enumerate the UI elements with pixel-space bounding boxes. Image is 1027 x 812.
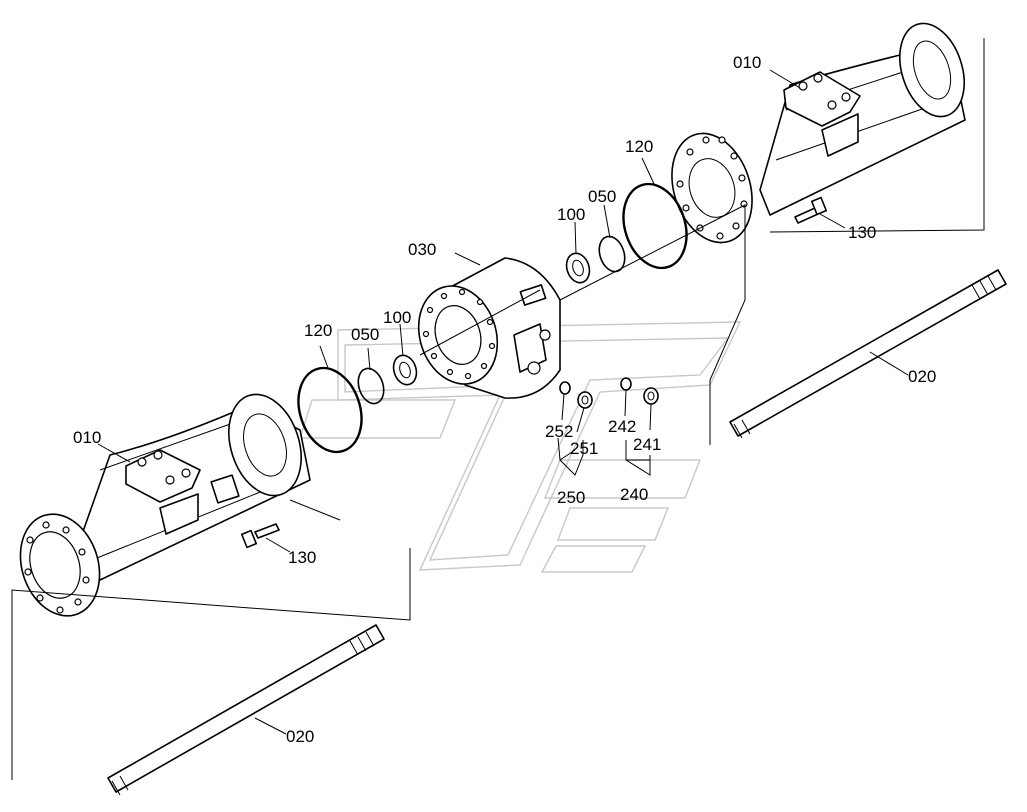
bolt-right xyxy=(794,196,828,224)
bolt-left xyxy=(240,523,280,549)
bearing-upper xyxy=(565,252,591,284)
axle-shaft-left xyxy=(107,624,385,796)
differential-carrier xyxy=(417,257,561,399)
label-241: 241 xyxy=(633,435,661,454)
plug-251 xyxy=(577,391,593,409)
oring-upper xyxy=(622,182,688,270)
axle-housing-left xyxy=(19,393,311,617)
label-120-upper: 120 xyxy=(625,137,653,156)
label-251: 251 xyxy=(570,439,598,458)
label-020-right: 020 xyxy=(908,367,936,386)
label-100-lower: 100 xyxy=(383,308,411,327)
label-050-upper: 050 xyxy=(588,187,616,206)
label-010-right: 010 xyxy=(733,53,761,72)
flange-bolt-holes-left xyxy=(24,521,90,614)
label-240: 240 xyxy=(620,485,648,504)
oring-lower xyxy=(297,366,363,454)
seal-242 xyxy=(620,377,632,391)
part-labels: 010 010 020 020 030 050 050 100 100 120 … xyxy=(73,53,936,746)
seal-252 xyxy=(559,381,571,395)
label-030: 030 xyxy=(408,240,436,259)
label-100-upper: 100 xyxy=(557,205,585,224)
label-020-left: 020 xyxy=(286,727,314,746)
label-130-left: 130 xyxy=(288,548,316,567)
plug-241 xyxy=(643,387,659,405)
ring-upper xyxy=(598,235,626,273)
label-120-lower: 120 xyxy=(304,321,332,340)
axle-housing-right xyxy=(671,22,966,244)
label-010-left: 010 xyxy=(73,428,101,447)
label-242: 242 xyxy=(608,417,636,436)
label-050-lower: 050 xyxy=(351,325,379,344)
label-130-right: 130 xyxy=(848,223,876,242)
label-252: 252 xyxy=(545,422,573,441)
label-250: 250 xyxy=(557,488,585,507)
carrier-bolt-holes xyxy=(422,288,496,380)
watermark-logo xyxy=(299,321,742,573)
bearing-lower xyxy=(392,354,418,386)
axle-shaft-right xyxy=(729,269,1007,439)
leader-lines xyxy=(11,38,985,780)
flange-bolt-holes-right xyxy=(676,136,748,240)
ring-lower xyxy=(357,367,385,405)
